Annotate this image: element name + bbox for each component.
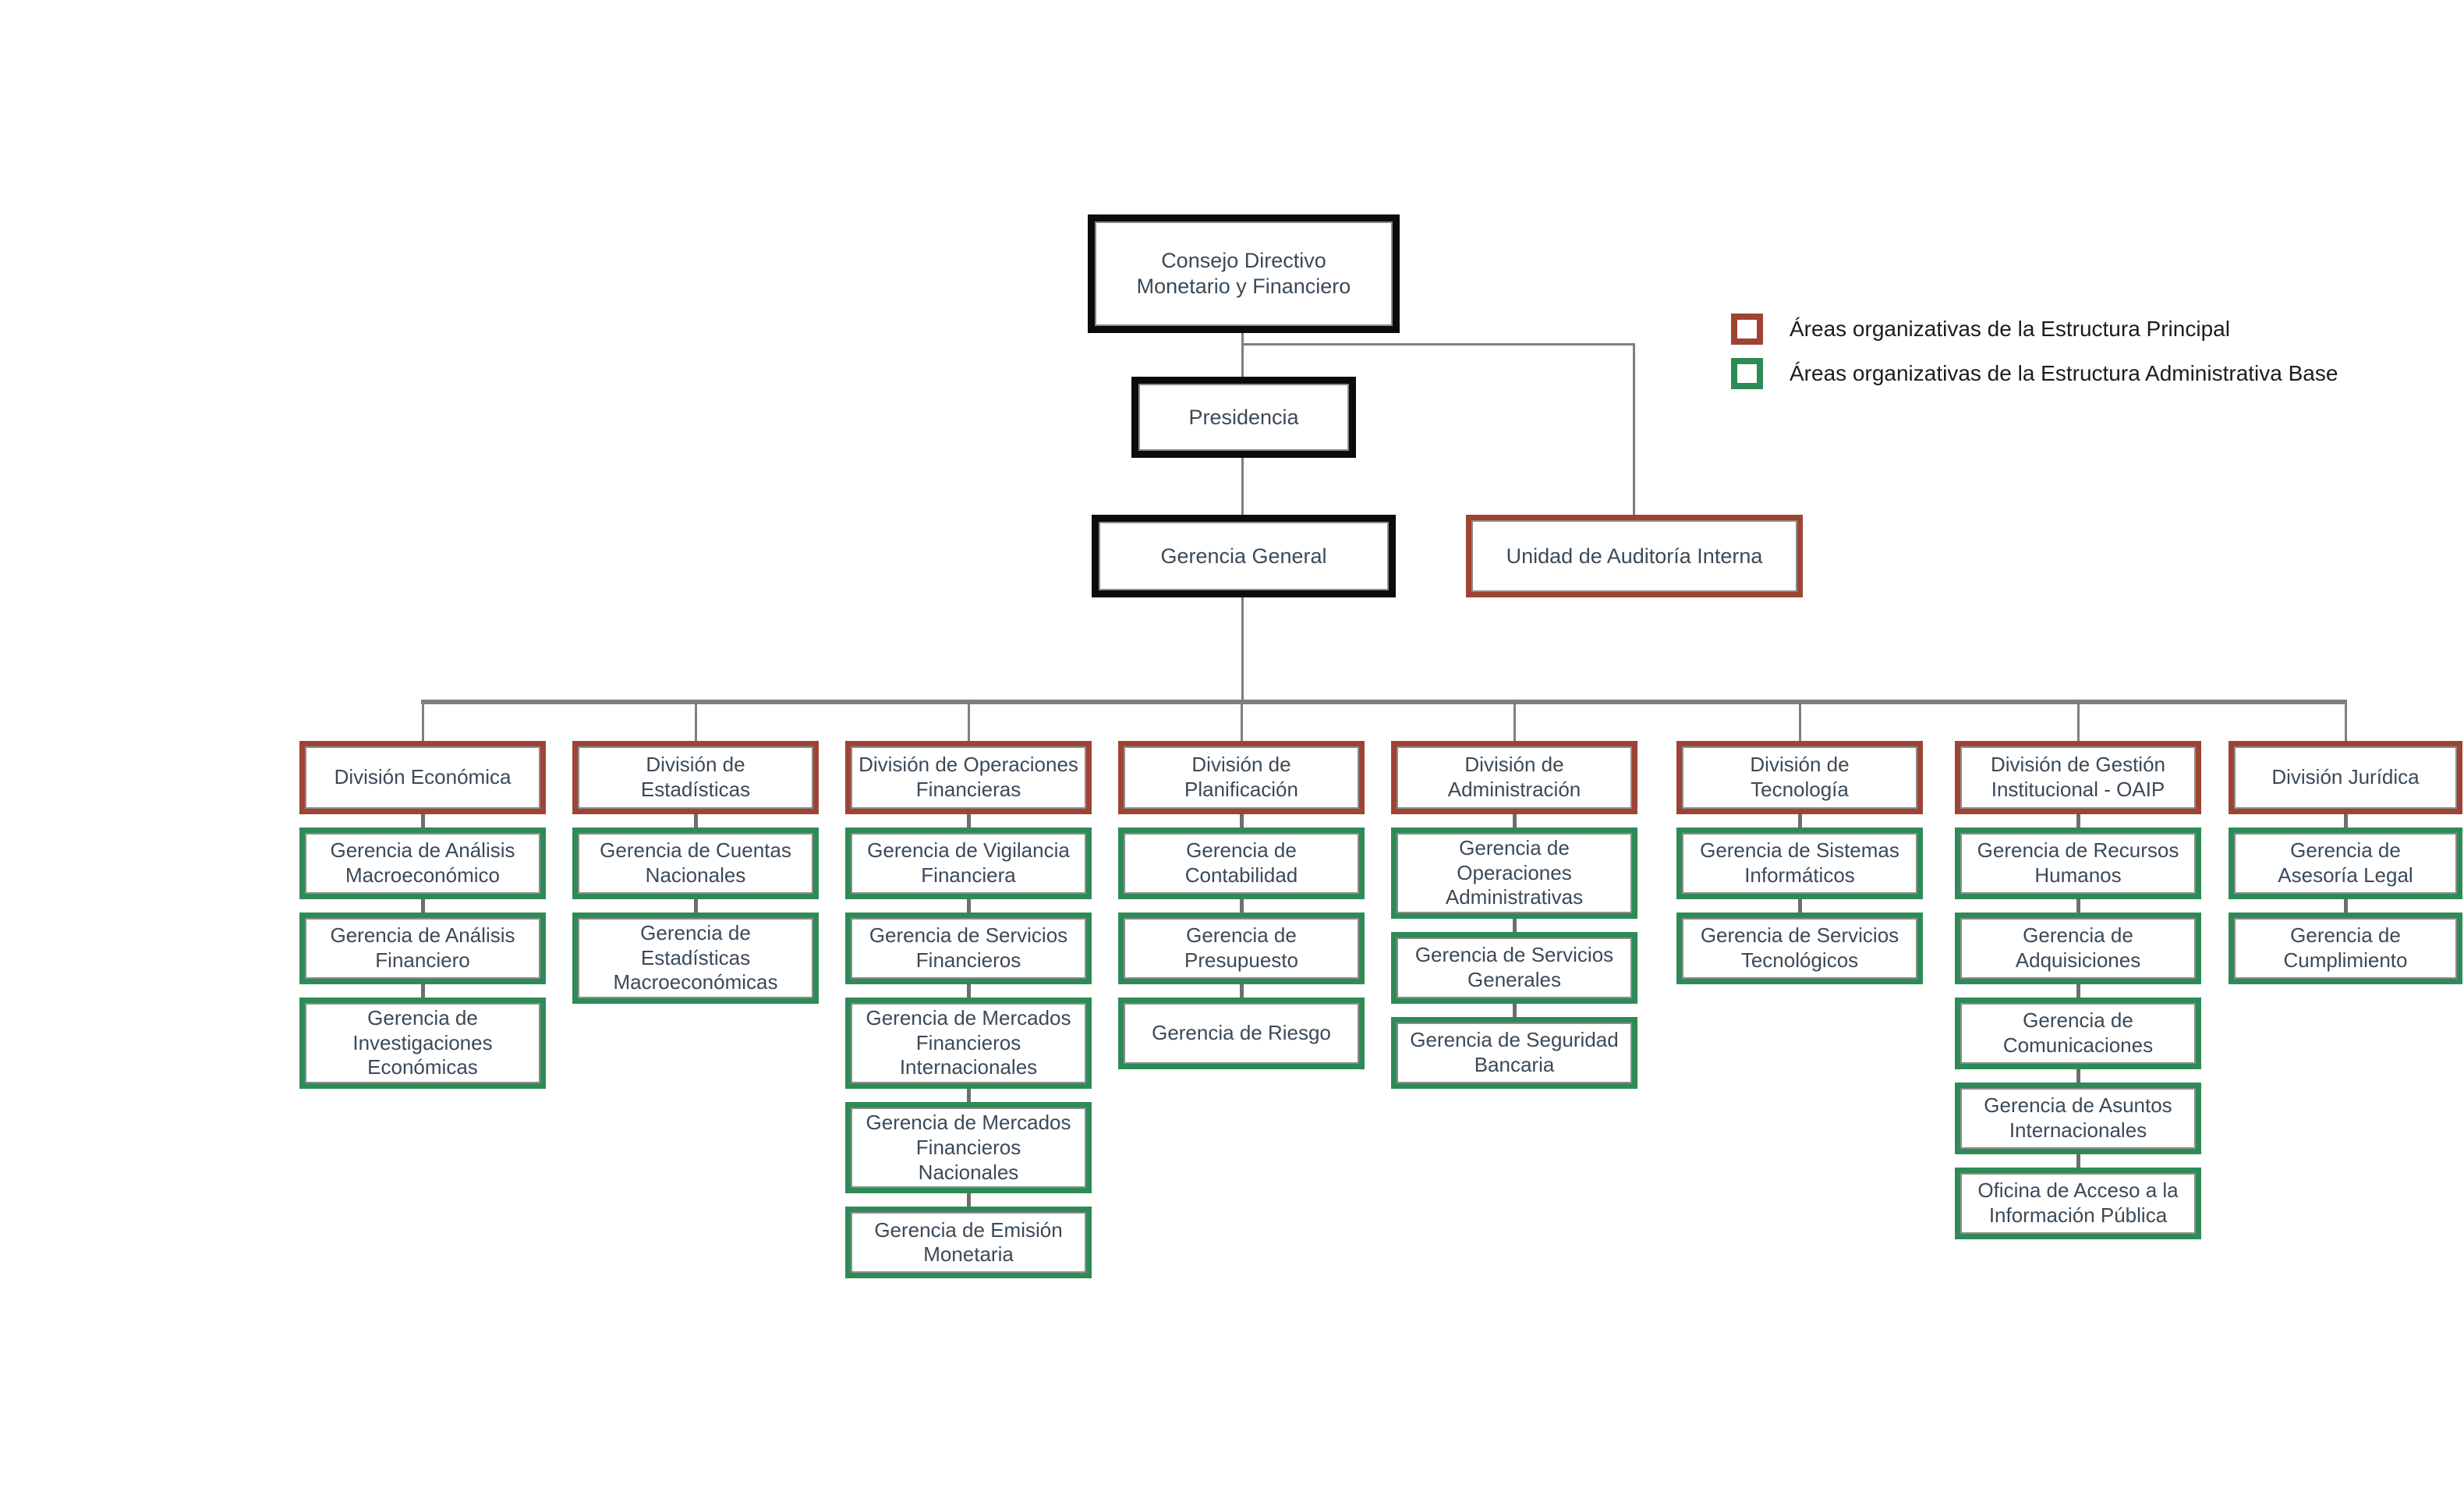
legend-label-base: Áreas organizativas de la Estructura Adm… [1790, 361, 2338, 385]
gerencia-box: Gerencia de Adquisiciones [1955, 913, 2201, 984]
gerencia-box: Gerencia de Asesoría Legal [2229, 828, 2462, 899]
division-box: División de Tecnología [1676, 741, 1923, 814]
connector-to-auditoria [1633, 343, 1635, 515]
gerencia-box: Gerencia de Sistemas Informáticos [1676, 828, 1923, 899]
gerencia-box: Gerencia de Estadísticas Macroeconómicas [572, 913, 819, 1005]
gerencia-box: Gerencia de Presupuesto [1118, 913, 1365, 984]
gerencia-box: Oficina de Acceso a la Información Públi… [1955, 1168, 2201, 1239]
connector-bus-to-division [2344, 702, 2347, 741]
gerencia-box: Gerencia de Comunicaciones [1955, 998, 2201, 1069]
connector-stub [966, 899, 971, 913]
legend-label-principal: Áreas organizativas de la Estructura Pri… [1790, 317, 2230, 341]
connector-stub [1239, 984, 1244, 998]
legend-swatch-principal-icon [1731, 314, 1763, 345]
connector-stub [2076, 899, 2080, 913]
gerencia-box: Gerencia de Investigaciones Económicas [299, 998, 546, 1090]
gerencia-box: Gerencia de Mercados Financieros Interna… [845, 998, 1092, 1090]
connector-stub [420, 984, 425, 998]
consejo-directivo-box: Consejo Directivo Monetario y Financiero [1088, 214, 1400, 333]
connector-stub [1239, 814, 1244, 828]
connector-stub [420, 899, 425, 913]
connector-stub [966, 1193, 971, 1207]
gerencia-box: Gerencia de Análisis Financiero [299, 913, 546, 984]
connector-bus-to-division [694, 702, 697, 741]
legend-item-principal: Áreas organizativas de la Estructura Pri… [1731, 314, 2338, 345]
connector-stub [693, 899, 698, 913]
connector-bus-to-division [1240, 702, 1243, 741]
legend-item-base: Áreas organizativas de la Estructura Adm… [1731, 358, 2338, 389]
connector-bus-to-division [1798, 702, 1801, 741]
division-box: División Económica [299, 741, 546, 814]
gerencia-box: Gerencia de Cuentas Nacionales [572, 828, 819, 899]
gerencia-box: Gerencia de Emisión Monetaria [845, 1207, 1092, 1279]
connector-bus-to-division [421, 702, 424, 741]
gerencia-box: Gerencia de Contabilidad [1118, 828, 1365, 899]
connector-branch-horizontal [1241, 343, 1635, 346]
legend: Áreas organizativas de la Estructura Pri… [1731, 314, 2338, 389]
connector-stub [1512, 814, 1517, 828]
connector-stub [1797, 814, 1802, 828]
gerencia-box: Gerencia de Mercados Financieros Naciona… [845, 1102, 1092, 1194]
connector-stub [966, 1089, 971, 1103]
gerencia-box: Gerencia de Vigilancia Financiera [845, 828, 1092, 899]
presidencia-box: Presidencia [1131, 377, 1356, 458]
connector-stub [1797, 899, 1802, 913]
connector-stub [1239, 899, 1244, 913]
gerencia-box: Gerencia de Operaciones Administrativas [1391, 828, 1637, 920]
connector-stub [1512, 919, 1517, 933]
connector-presidencia-gerencia [1241, 458, 1244, 515]
connector-stub [420, 814, 425, 828]
connector-stub [2076, 1154, 2080, 1168]
gerencia-box: Gerencia de Riesgo [1118, 998, 1365, 1069]
gerencia-box: Gerencia de Análisis Macroeconómico [299, 828, 546, 899]
gerencia-box: Gerencia de Asuntos Internacionales [1955, 1083, 2201, 1154]
legend-swatch-base-icon [1731, 358, 1763, 389]
connector-stub [2343, 814, 2348, 828]
division-box: División de Gestión Institucional - OAIP [1955, 741, 2201, 814]
connector-stub [1512, 1004, 1517, 1018]
unidad-auditoria-interna-box: Unidad de Auditoría Interna [1466, 515, 1803, 597]
connector-stub [693, 814, 698, 828]
connector-stub [966, 814, 971, 828]
connector-bus-to-division [2076, 702, 2080, 741]
gerencia-box: Gerencia de Recursos Humanos [1955, 828, 2201, 899]
gerencia-box: Gerencia de Seguridad Bancaria [1391, 1017, 1637, 1090]
connector-stub [2343, 899, 2348, 913]
gerencia-box: Gerencia de Cumplimiento [2229, 913, 2462, 984]
gerencia-box: Gerencia de Servicios Generales [1391, 932, 1637, 1005]
connector-stub [2076, 984, 2080, 998]
gerencia-box: Gerencia de Servicios Financieros [845, 913, 1092, 984]
connector-bus-to-division [1513, 702, 1516, 741]
connector-gerencia-bus [1241, 597, 1244, 700]
division-box: División de Planificación [1118, 741, 1365, 814]
gerencia-general-box: Gerencia General [1092, 515, 1396, 597]
division-box: División de Estadísticas [572, 741, 819, 814]
division-box: División de Operaciones Financieras [845, 741, 1092, 814]
connector-bus-horizontal [421, 700, 2347, 704]
connector-bus-to-division [967, 702, 970, 741]
gerencia-box: Gerencia de Servicios Tecnológicos [1676, 913, 1923, 984]
division-column: División de Gestión Institucional - OAIP… [1955, 741, 2201, 1239]
connector-consejo-presidencia [1241, 333, 1244, 377]
connector-stub [966, 984, 971, 998]
connector-stub [2076, 1069, 2080, 1083]
division-box: División de Administración [1391, 741, 1637, 814]
division-box: División Jurídica [2229, 741, 2462, 814]
connector-stub [2076, 814, 2080, 828]
